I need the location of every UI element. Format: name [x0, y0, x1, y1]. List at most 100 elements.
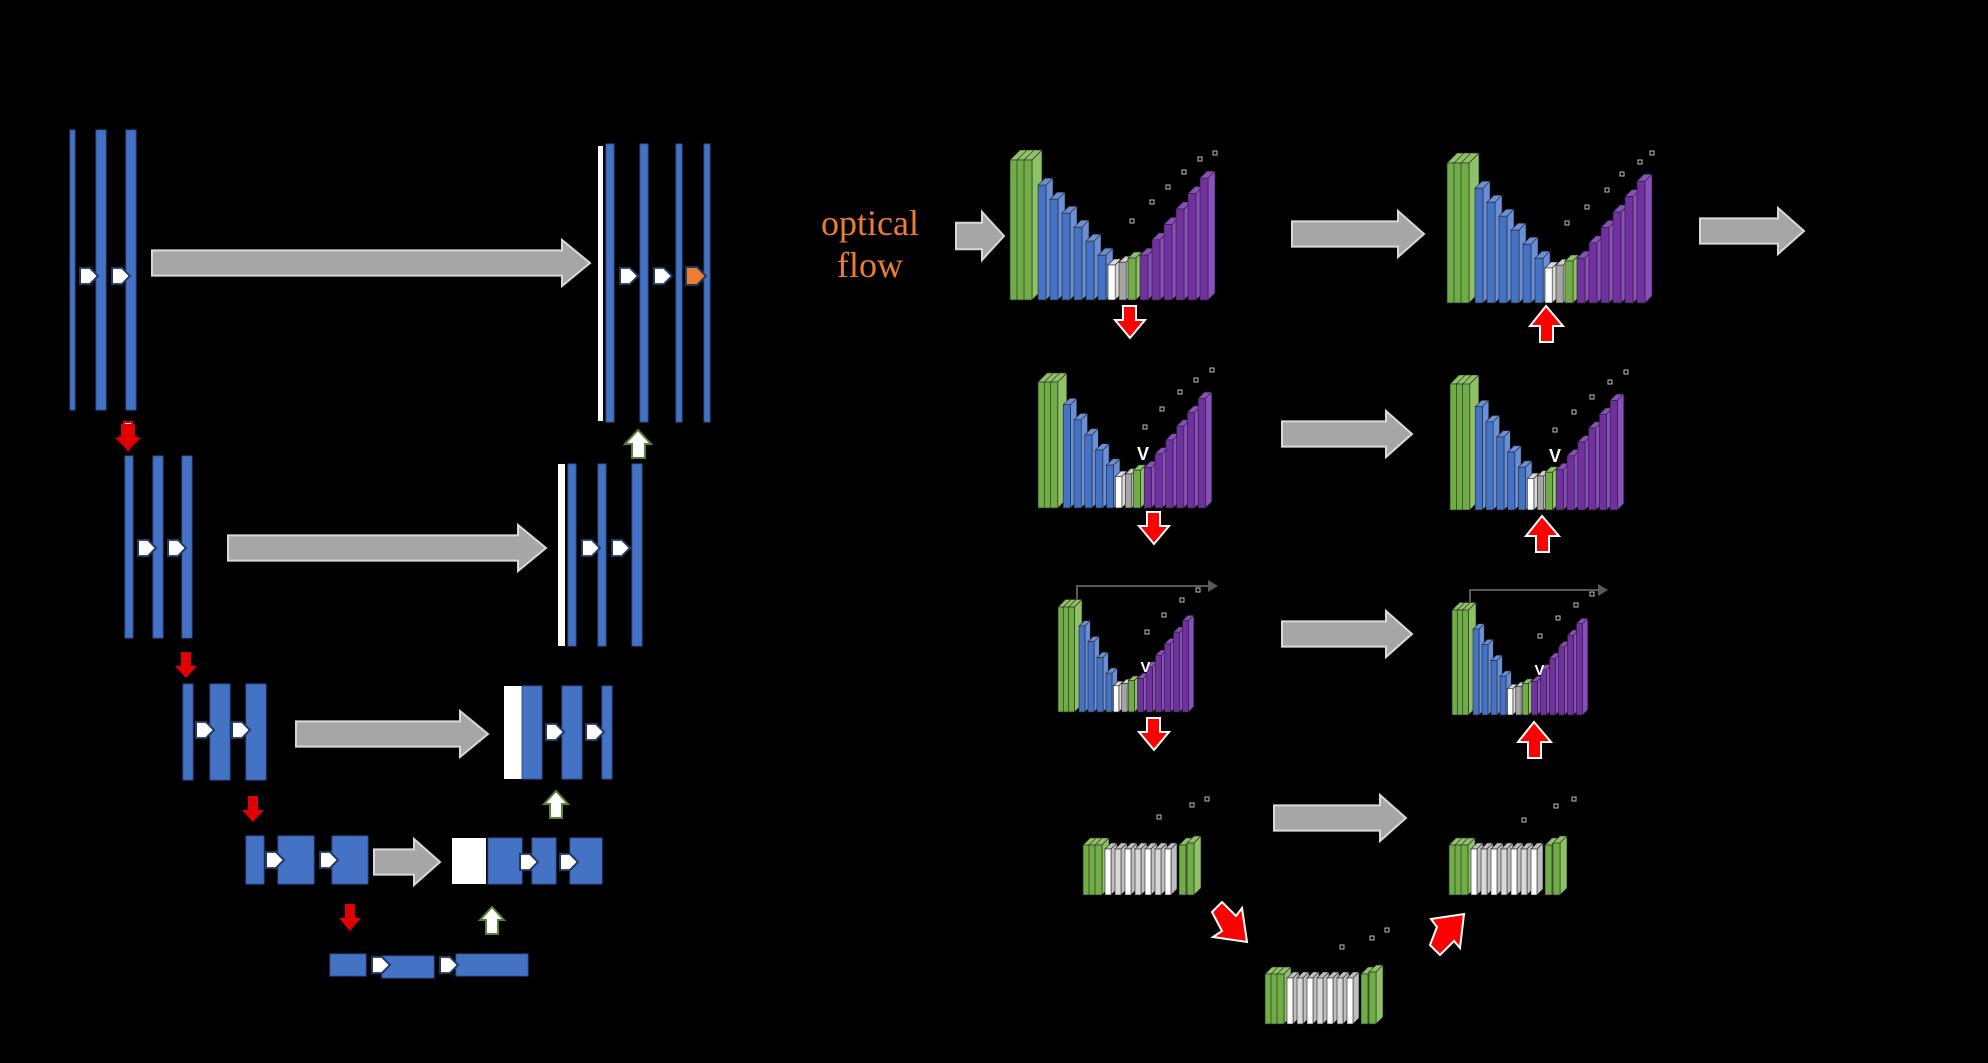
- conv-arrow-icon: [611, 538, 632, 558]
- encoder-block: [1510, 229, 1520, 304]
- coarse-block: [1552, 842, 1561, 896]
- conv-arrow-icon: [559, 852, 580, 872]
- skip-connection-arrow-icon: [227, 522, 548, 574]
- output-arrow-icon: [1699, 205, 1806, 257]
- ellipsis-dot-icon: [1552, 427, 1558, 433]
- v-mark-label: V: [1137, 444, 1149, 464]
- ellipsis-dot-icon: [1209, 367, 1215, 373]
- decoder-block: [1540, 669, 1547, 716]
- decoder-block: [1207, 170, 1216, 301]
- coarse-block: [1193, 835, 1202, 896]
- decoder-block: [1137, 678, 1144, 713]
- conv-arrow-icon: [265, 850, 286, 870]
- upsample-arrow-icon: [477, 905, 507, 935]
- bottleneck-block: [1545, 471, 1553, 511]
- downsample-arrow-icon: [1136, 717, 1172, 752]
- decoder-block: [1549, 657, 1556, 716]
- decoder-block: [1155, 654, 1162, 713]
- decoder-block: [1187, 411, 1195, 509]
- coarse-block: [1154, 848, 1162, 896]
- encoder-block: [1037, 184, 1047, 301]
- decoder-block: [1576, 257, 1586, 304]
- decoder-block: [1599, 413, 1607, 511]
- transfer-arrow-icon: [1273, 792, 1408, 844]
- coarse-block: [1164, 848, 1172, 896]
- decoder-block: [1617, 393, 1624, 511]
- pyramid-network-level-1-right: [1446, 152, 1653, 304]
- bottleneck-block: [1555, 264, 1564, 304]
- ellipsis-dot-icon: [1571, 409, 1577, 415]
- ellipsis-dot-icon: [1589, 394, 1595, 400]
- ellipsis-dot-icon: [1537, 633, 1543, 639]
- encoder-block: [1097, 254, 1107, 301]
- feature-map: [703, 143, 711, 423]
- ellipsis-dot-icon: [1195, 587, 1201, 593]
- decoder-block: [1173, 631, 1180, 713]
- ellipsis-dot-icon: [1564, 220, 1570, 226]
- feature-map: [125, 129, 137, 411]
- ellipsis-dot-icon: [1144, 629, 1150, 635]
- transfer-arrow-icon: [1281, 608, 1414, 660]
- ellipsis-dot-icon: [1193, 377, 1199, 383]
- feature-map: [567, 463, 577, 647]
- decoder-block: [1151, 239, 1161, 301]
- encoder-block: [1474, 406, 1483, 511]
- encoder-block: [1073, 226, 1083, 301]
- downsample-arrow-icon: [115, 424, 141, 450]
- coarse-block: [1326, 977, 1334, 1025]
- encoder-block: [1518, 466, 1526, 511]
- coarse-block: [1490, 848, 1498, 896]
- v-mark-label: V: [1141, 659, 1151, 676]
- ellipsis-dot-icon: [1149, 199, 1155, 205]
- conv-arrow-icon: [653, 266, 674, 286]
- ellipsis-dot-icon: [1156, 814, 1162, 820]
- encoder-block: [1460, 162, 1470, 304]
- coarse-network-bottom: [1264, 964, 1384, 1025]
- conv-arrow-icon: [545, 722, 566, 742]
- feature-map: [69, 129, 76, 411]
- ellipsis-dot-icon: [1165, 184, 1171, 190]
- encoder-block: [1481, 644, 1489, 716]
- encoder-block: [1050, 381, 1059, 509]
- conv-arrow-icon: [231, 720, 252, 740]
- conv-arrow-icon: [371, 955, 392, 975]
- coarse-block: [1500, 848, 1508, 896]
- decoder-block: [1154, 453, 1163, 509]
- upsample-arrow-icon: [1523, 514, 1562, 553]
- coarse-block: [1170, 842, 1178, 896]
- coarse-block: [1114, 848, 1122, 896]
- decoder-block: [1588, 427, 1597, 511]
- decoder-block: [1188, 614, 1195, 713]
- downsample-arrow-icon: [242, 796, 264, 822]
- decoder-block: [1609, 400, 1618, 511]
- downsample-arrow-icon: [1112, 305, 1148, 340]
- conv-arrow-icon: [585, 722, 606, 742]
- upsample-arrow-icon: [1527, 304, 1566, 343]
- encoder-block: [1106, 464, 1114, 509]
- downsample-arrow-icon: [1136, 511, 1172, 546]
- encoder-block: [1507, 451, 1516, 511]
- encoder-block: [1049, 198, 1059, 301]
- transfer-arrow-icon: [1291, 208, 1426, 260]
- ellipsis-dot-icon: [1637, 159, 1643, 165]
- v-mark-label: V: [1549, 446, 1561, 466]
- decoder-block: [1558, 646, 1565, 716]
- coarse-block: [1559, 835, 1568, 896]
- coarse-block: [1336, 977, 1344, 1025]
- decoder-block: [1612, 211, 1622, 304]
- decoder-block: [1577, 441, 1586, 511]
- decoder-block: [1644, 173, 1653, 304]
- skip-connection-arrow-icon: [151, 237, 592, 289]
- ellipsis-dot-icon: [1177, 389, 1183, 395]
- decoder-block: [1588, 242, 1598, 304]
- coarse-block: [1375, 964, 1384, 1025]
- optical-flow-label: optical flow: [821, 203, 919, 285]
- bottleneck-block: [1113, 685, 1120, 713]
- coarse-network-right: [1448, 835, 1568, 896]
- decoder-block: [1175, 208, 1185, 301]
- ellipsis-dot-icon: [1649, 150, 1655, 156]
- conv-arrow-icon: [137, 538, 158, 558]
- upsample-arrow-icon: [1515, 720, 1554, 759]
- feature-map: [245, 835, 265, 885]
- bottleneck-block: [1107, 264, 1116, 301]
